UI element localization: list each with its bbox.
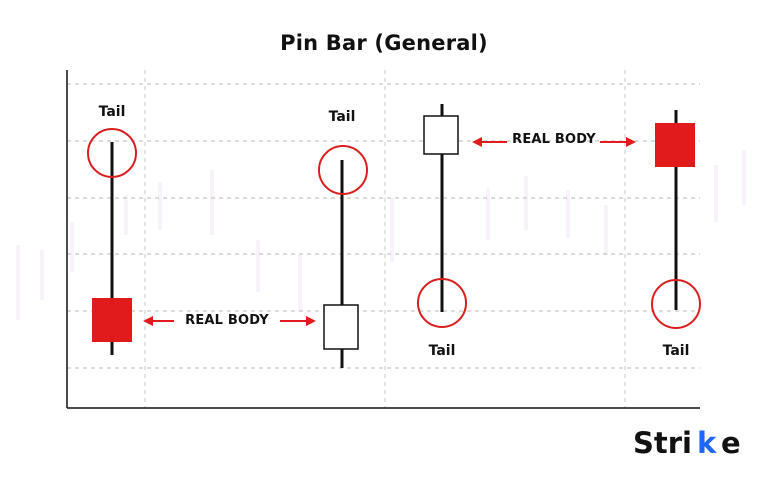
- real-body-3: [423, 115, 459, 155]
- real-body-4: [655, 123, 695, 167]
- background-candles: [16, 150, 746, 320]
- real-body-pointer-left: REAL BODY: [143, 313, 316, 328]
- tail-label-2: Tail: [329, 109, 356, 125]
- tail-circle-2: [318, 145, 368, 195]
- real-body-1: [92, 298, 132, 342]
- real-body-pointer-right: REAL BODY: [472, 132, 636, 147]
- tail-circle-4: [651, 279, 701, 329]
- tail-label-3: Tail: [429, 343, 456, 359]
- grid: [67, 70, 700, 408]
- pin-bar-3: Tail: [417, 104, 467, 359]
- tail-circle-1: [87, 128, 137, 178]
- tail-circle-3: [417, 278, 467, 328]
- pin-bar-2: Tail: [318, 109, 368, 368]
- pin-bar-4: Tail: [651, 110, 701, 359]
- diagram-title: Pin Bar (General): [280, 31, 488, 55]
- brand-prefix: Stri: [633, 426, 692, 460]
- axes: [66, 70, 700, 409]
- real-body-label-1: REAL BODY: [185, 313, 269, 328]
- brand-suffix: e: [721, 426, 741, 460]
- pin-bar-1: Tail: [87, 104, 137, 355]
- real-body-2: [323, 304, 359, 350]
- real-body-label-2: REAL BODY: [512, 132, 596, 147]
- tail-label-4: Tail: [663, 343, 690, 359]
- brand-accent: k: [697, 426, 717, 460]
- strike-logo: Stri k e: [633, 426, 741, 460]
- tail-label-1: Tail: [99, 104, 126, 120]
